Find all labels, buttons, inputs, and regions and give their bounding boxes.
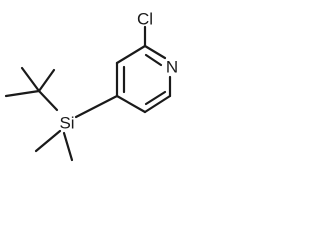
chlorine-atom-label: Cl [137,9,153,28]
bond-n-c2-inner [144,53,163,67]
bond-c5-c6 [143,94,172,114]
bond-si-methyl-1 [34,129,62,153]
silicon-atom-label: Si [59,113,74,132]
bond-si-methyl-2 [62,131,74,162]
bond-si-quaternary-c [37,89,59,112]
nitrogen-atom-label: N [166,57,178,76]
bond-tbu-methyl-2 [37,68,56,93]
bond-c2-c3 [115,44,147,65]
bond-tbu-methyl-3 [4,89,41,98]
bond-c5-c6-inner [144,90,167,106]
structure-canvas: Cl N Si [0,0,185,172]
bond-c4-si [74,94,119,119]
bond-tbu-methyl-1 [20,66,41,93]
bond-c4-c5 [115,94,147,114]
bond-n-c2 [143,44,167,60]
molecule-diagram: Cl N Si [4,9,178,162]
